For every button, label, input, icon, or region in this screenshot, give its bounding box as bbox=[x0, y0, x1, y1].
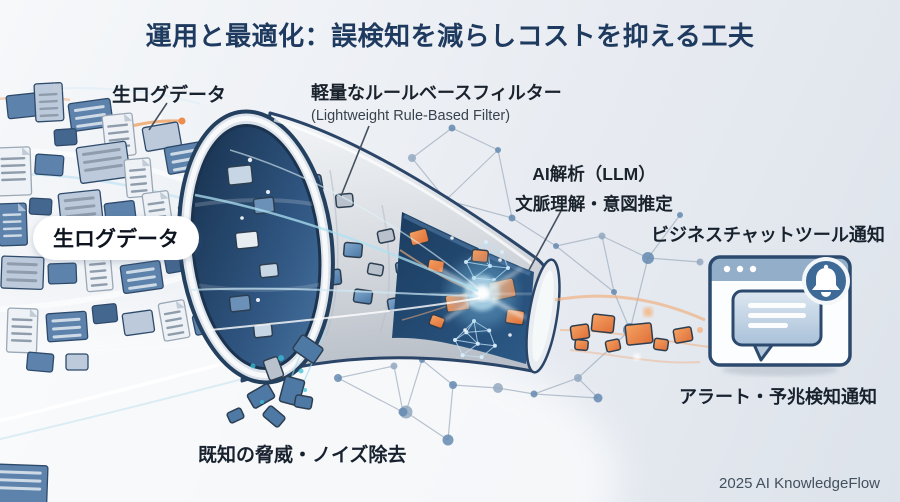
network-node bbox=[334, 374, 342, 382]
label-rule-filter-en: (Lightweight Rule-Based Filter) bbox=[311, 108, 511, 124]
document-card-icon bbox=[0, 463, 49, 502]
funnel-filter-icon bbox=[177, 109, 561, 385]
document-card-icon bbox=[0, 146, 33, 197]
document-card-icon bbox=[123, 157, 154, 199]
document-card-icon bbox=[47, 262, 78, 285]
network-node bbox=[611, 289, 617, 295]
tube-end-cap bbox=[525, 258, 561, 374]
alert-output-stream bbox=[554, 294, 736, 364]
network-node bbox=[553, 243, 559, 249]
network-node bbox=[677, 212, 683, 218]
label-ai-analysis: AI解析（LLM） 文脈理解・意図推定 bbox=[496, 161, 692, 216]
footer-credit: 2025 AI KnowledgeFlow bbox=[719, 475, 880, 492]
document-card-icon bbox=[0, 202, 29, 247]
network-node bbox=[493, 383, 503, 393]
label-rule-filter-jp: 軽量なルールベースフィルター bbox=[311, 83, 562, 103]
chat-window-icon bbox=[708, 255, 852, 376]
label-connector bbox=[528, 210, 562, 271]
document-card-icon bbox=[157, 299, 191, 342]
network-node bbox=[408, 154, 416, 162]
label-ai-line1: AI解析（LLM） bbox=[532, 164, 656, 184]
network-node bbox=[642, 252, 654, 264]
rejected-noise-tiles bbox=[226, 329, 326, 428]
alert-output-tiles bbox=[569, 313, 694, 353]
raw-log-badge: 生ログデータ bbox=[33, 216, 199, 260]
label-raw-log-top: 生ログデータ bbox=[112, 85, 227, 106]
document-card-icon bbox=[5, 307, 39, 354]
document-card-icon bbox=[91, 303, 119, 325]
droplet-dots bbox=[250, 355, 307, 404]
incoming-log-tiles bbox=[226, 164, 280, 339]
document-card-icon bbox=[119, 260, 164, 295]
flow-lines bbox=[189, 149, 481, 331]
document-card-icon bbox=[0, 255, 45, 291]
network-node bbox=[593, 393, 603, 403]
label-connectors bbox=[148, 102, 562, 271]
document-card-icon bbox=[121, 309, 156, 337]
window-dots bbox=[723, 265, 757, 273]
funnel-mouth bbox=[177, 109, 533, 385]
network-node bbox=[495, 147, 501, 153]
speech-bubble-icon bbox=[731, 289, 823, 362]
bell-icon bbox=[802, 257, 850, 305]
network-node bbox=[442, 434, 454, 446]
document-card-icon bbox=[25, 351, 55, 373]
document-card-icon bbox=[53, 127, 78, 147]
label-alert-notify: アラート・予兆検知通知 bbox=[679, 387, 877, 407]
label-connector bbox=[340, 125, 370, 197]
network-node bbox=[598, 232, 606, 240]
network-node bbox=[530, 390, 538, 398]
document-card-icon bbox=[33, 82, 65, 123]
document-card-icon bbox=[141, 121, 182, 152]
document-card-icon bbox=[28, 197, 53, 216]
document-card-icon bbox=[34, 153, 65, 177]
network-node bbox=[448, 124, 456, 132]
label-connector bbox=[148, 102, 168, 131]
label-ai-line2: 文脈理解・意図推定 bbox=[515, 194, 673, 214]
network-node bbox=[390, 362, 398, 370]
network-node bbox=[449, 381, 457, 389]
network-node bbox=[696, 258, 704, 266]
network-node bbox=[508, 214, 516, 222]
document-card-icon bbox=[45, 310, 89, 343]
document-card-icon bbox=[75, 140, 131, 184]
neural-cluster-icon bbox=[453, 319, 497, 360]
page-title: 運用と最適化：誤検知を減らしコストを抑える工夫 bbox=[145, 21, 755, 51]
tube-sparkles bbox=[450, 236, 512, 337]
network-node bbox=[398, 407, 408, 417]
network-node bbox=[574, 374, 582, 382]
document-card-icon bbox=[67, 97, 114, 133]
label-chat-notify: ビジネスチャットツール通知 bbox=[651, 225, 885, 245]
document-card-icon bbox=[65, 353, 89, 371]
label-noise-removal: 既知の脅威・ノイズ除去 bbox=[198, 445, 407, 466]
label-rule-filter: 軽量なルールベースフィルター (Lightweight Rule-Based F… bbox=[311, 79, 562, 124]
